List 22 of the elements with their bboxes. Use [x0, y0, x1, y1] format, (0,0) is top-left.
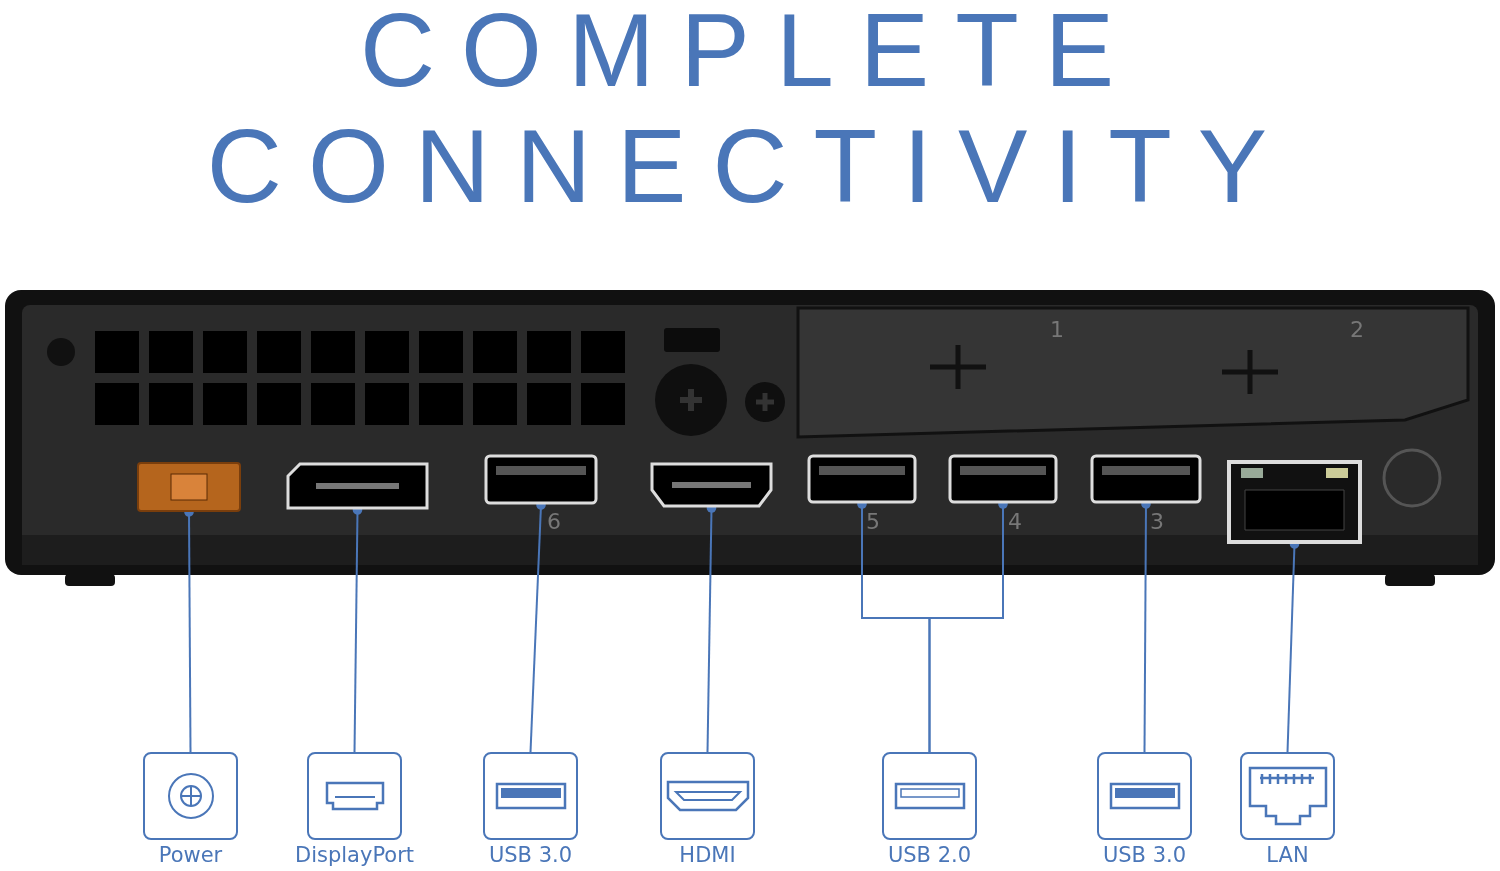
usb-port — [948, 454, 1058, 504]
port-number: 4 — [1008, 510, 1022, 534]
port-number: 1 — [1050, 318, 1064, 342]
port-label: LAN — [1266, 842, 1309, 868]
usb-port — [1090, 454, 1202, 504]
ethernet-port — [1227, 460, 1362, 544]
displayport-port — [286, 462, 429, 510]
hdmi-port — [650, 462, 773, 508]
usb-port — [807, 454, 917, 504]
port-label: USB 3.0 — [488, 842, 573, 868]
port-label: USB 3.0 — [1102, 842, 1187, 868]
power-port — [137, 462, 241, 512]
port-label: HDMI — [679, 842, 736, 868]
title: COMPLETE CONNECTIVITY — [205, 0, 1295, 224]
port-number: 2 — [1350, 318, 1364, 342]
port-number: 5 — [866, 510, 880, 534]
port-number: 3 — [1150, 510, 1164, 534]
usb-port — [484, 454, 598, 505]
port-label: DisplayPort — [295, 842, 415, 868]
port-label: Power — [158, 842, 223, 868]
port-number: 6 — [547, 510, 561, 534]
port-label: USB 2.0 — [887, 842, 972, 868]
